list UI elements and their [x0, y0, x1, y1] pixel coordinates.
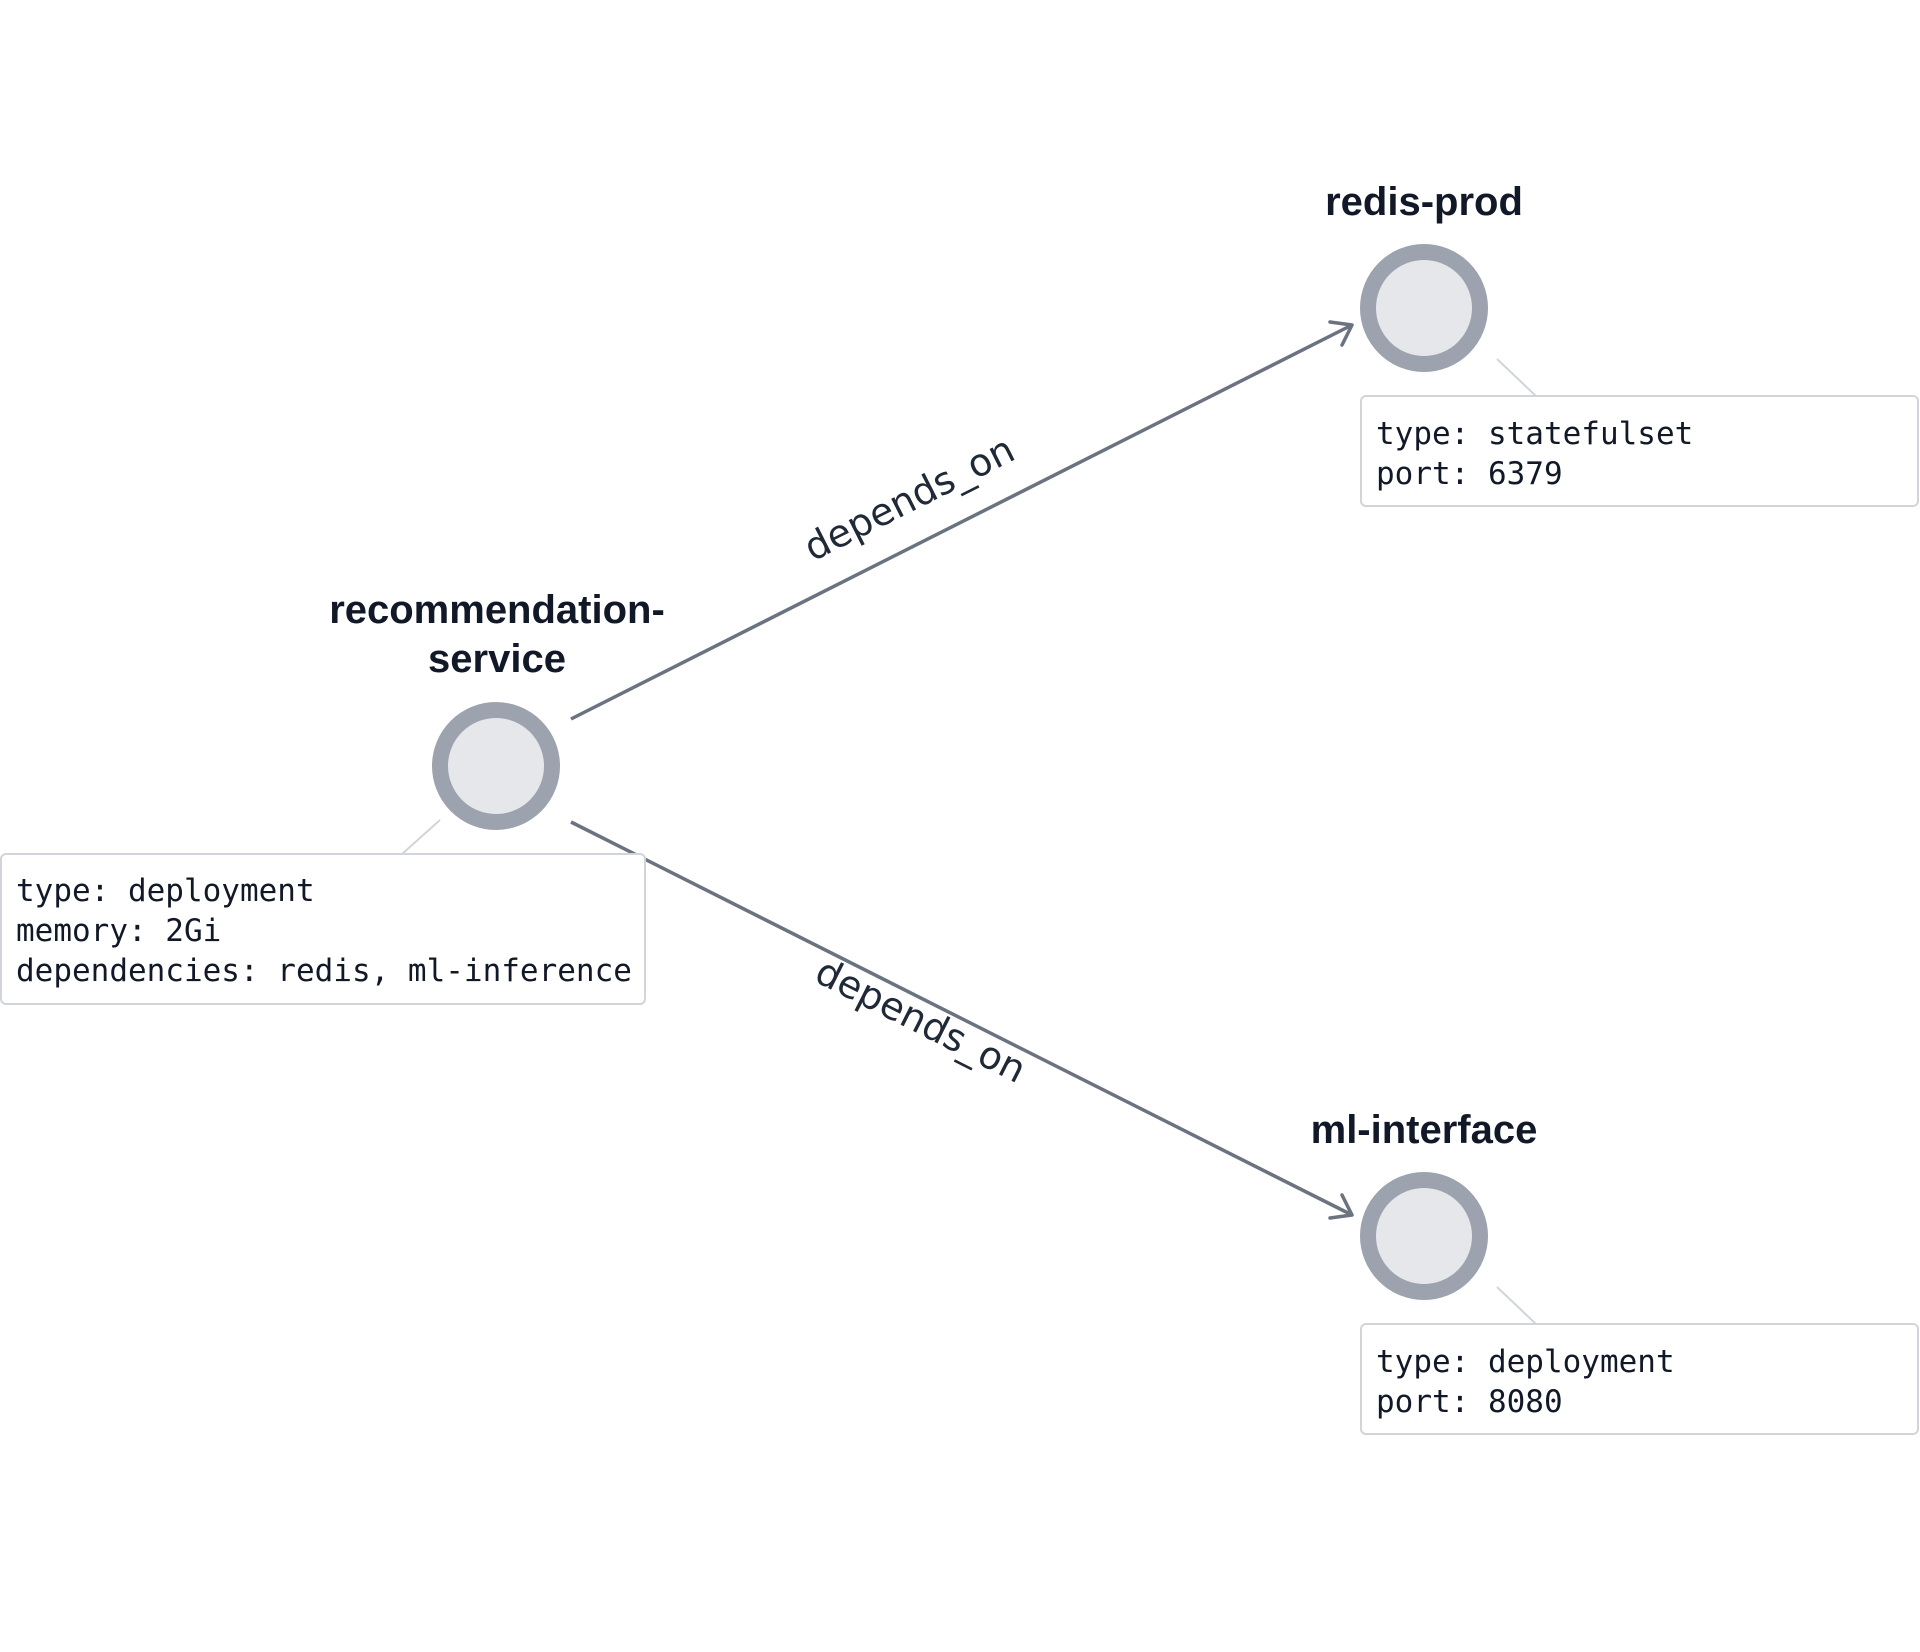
edge-line-to-redis — [570, 323, 1353, 721]
edge-to-ml: depends_on — [570, 820, 1354, 1220]
node-title-line1: recommendation- — [329, 588, 665, 632]
info-connector — [1496, 1286, 1537, 1325]
info-line: type: statefulset — [1376, 416, 1693, 452]
node-title: redis-prod — [1325, 180, 1523, 224]
info-box — [0, 853, 646, 1005]
arrowhead-redis-icon — [1328, 320, 1354, 347]
info-line: type: deployment — [1376, 1344, 1675, 1380]
node-circle[interactable] — [1360, 1172, 1488, 1300]
info-line: dependencies: redis, ml-inference — [16, 953, 632, 989]
info-line: memory: 2Gi — [16, 913, 221, 949]
info-line: port: 8080 — [1376, 1384, 1563, 1420]
node-title: ml-interface — [1311, 1108, 1538, 1152]
edge-to-redis: depends_on — [570, 320, 1354, 721]
info-line: type: deployment — [16, 873, 315, 909]
node-recommendation-service[interactable]: recommendation- service type: deployment… — [0, 588, 665, 1005]
info-box — [1360, 1323, 1919, 1435]
info-connector — [401, 819, 441, 855]
info-box — [1360, 395, 1919, 507]
edge-line-to-ml — [570, 820, 1353, 1217]
node-ml-interface[interactable]: ml-interface type: deployment port: 8080 — [1311, 1108, 1919, 1435]
node-title-line2: service — [428, 637, 566, 681]
edge-label-to-ml: depends_on — [809, 949, 1034, 1092]
info-connector — [1496, 358, 1537, 397]
info-line: port: 6379 — [1376, 456, 1563, 492]
arrowhead-ml-icon — [1328, 1193, 1354, 1220]
node-circle[interactable] — [1360, 244, 1488, 372]
node-redis-prod[interactable]: redis-prod type: statefulset port: 6379 — [1325, 180, 1919, 507]
node-circle[interactable] — [432, 702, 560, 830]
